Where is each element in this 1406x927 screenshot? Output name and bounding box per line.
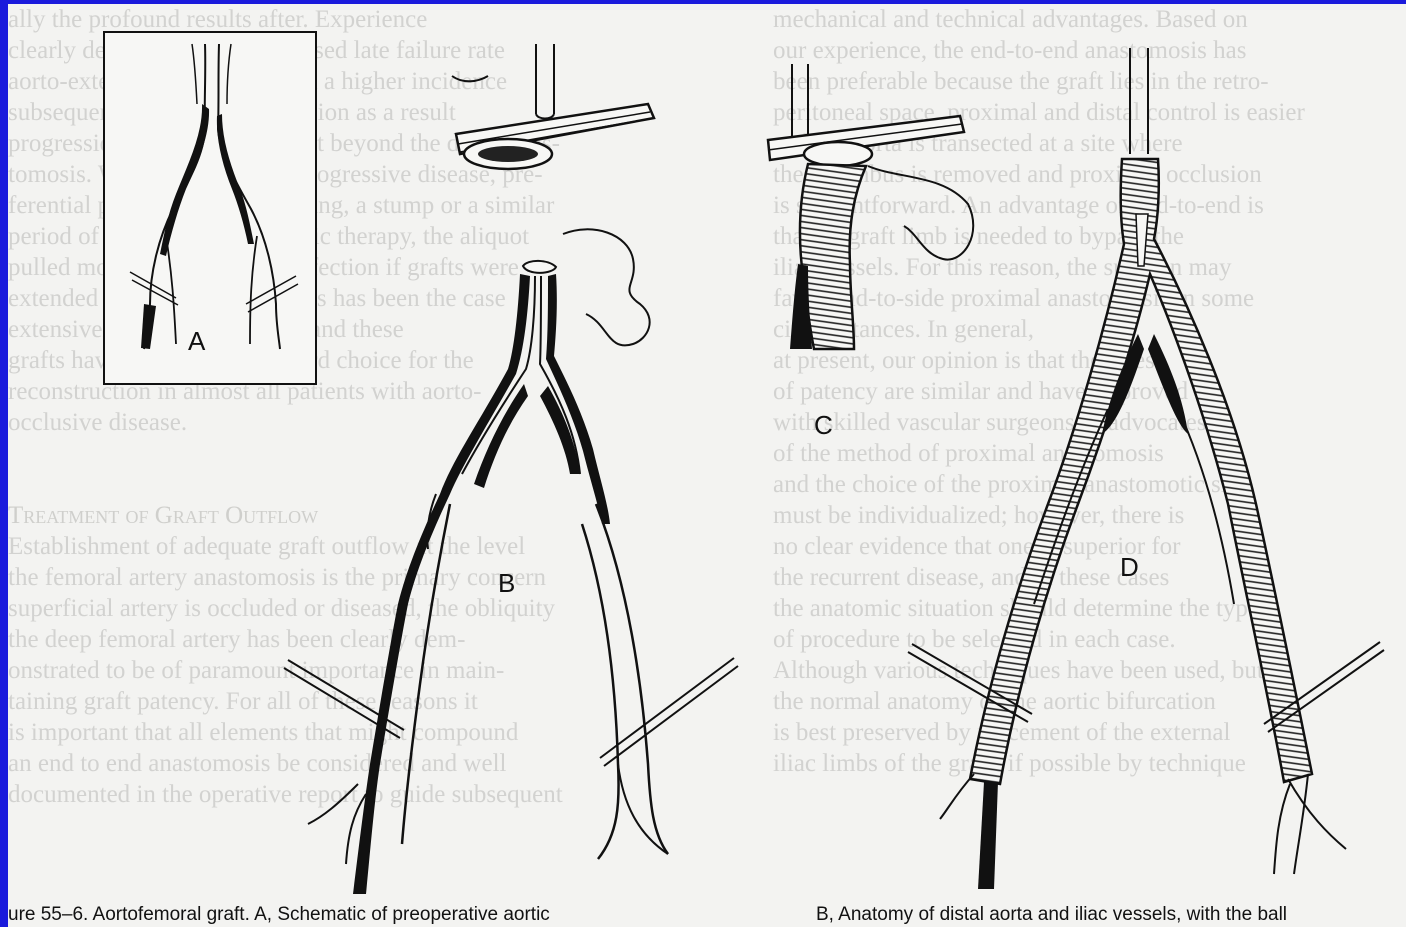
aortofemoral-graft-figure	[8, 4, 1406, 927]
figure-caption-left: ure 55–6. Aortofemoral graft. A, Schemat…	[8, 904, 550, 926]
panel-d-bifurcated-graft	[908, 48, 1384, 889]
scanned-page: ally the profound results after. Experie…	[8, 4, 1406, 927]
panel-c-proximal-anastomosis	[768, 64, 973, 349]
panel-label-d: D	[1120, 552, 1139, 583]
figure-caption-right: B, Anatomy of distal aorta and iliac ves…	[816, 904, 1287, 926]
panel-b-transected-aorta	[284, 44, 738, 894]
panel-label-a: A	[188, 326, 205, 357]
panel-label-c: C	[814, 410, 833, 441]
panel-label-b: B	[498, 568, 515, 599]
panel-a-schematic	[104, 32, 316, 384]
